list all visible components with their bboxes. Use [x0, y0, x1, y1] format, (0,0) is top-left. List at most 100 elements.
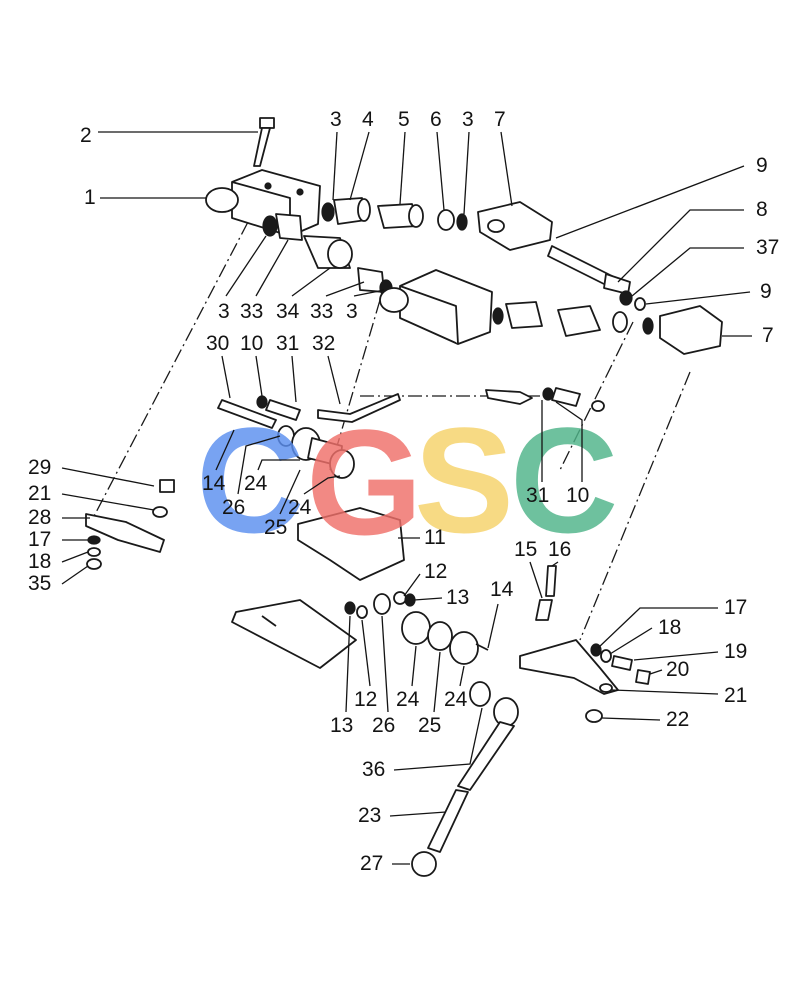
- o-ring-3-upper-b: [456, 213, 468, 231]
- nut-6: [437, 209, 455, 231]
- leader-line-10: [255, 355, 263, 397]
- block-7-upper: [477, 201, 553, 251]
- pedal-assembly: [231, 507, 405, 669]
- callout-24: 24: [244, 472, 268, 495]
- callout-33: 33: [310, 300, 333, 323]
- leader-line-24: [303, 475, 341, 495]
- leader-line-13: [413, 597, 443, 601]
- clevis-10-right: [551, 387, 581, 407]
- leader-line-20: [649, 669, 663, 675]
- callout-2: 2: [80, 124, 92, 147]
- callout-28: 28: [28, 506, 51, 529]
- port-dot-a: [296, 188, 304, 196]
- port-dot-b: [264, 182, 272, 190]
- leader-line-6: [436, 131, 445, 211]
- leader-line-33: [325, 281, 365, 297]
- rod-8-assembly: [547, 245, 646, 311]
- bracket-28-group: [85, 479, 175, 570]
- callout-26: 26: [222, 496, 245, 519]
- leader-line-3: [353, 289, 385, 297]
- watermark-letter-2: G: [306, 398, 423, 566]
- callout-3: 3: [330, 108, 342, 131]
- callout-34: 34: [276, 300, 300, 323]
- leader-line-25: [433, 651, 441, 713]
- clevis-31-left: [265, 399, 301, 421]
- leader-line-36: [393, 707, 483, 771]
- leader-line-9: [555, 165, 745, 239]
- pedal-bracket: [297, 507, 405, 581]
- callout-3: 3: [346, 300, 358, 323]
- callout-12: 12: [424, 560, 447, 583]
- washer-24-upper-b: [329, 449, 355, 479]
- leader-line-8: [617, 209, 744, 283]
- o-ring-3-upper: [321, 202, 335, 222]
- union-lower: [505, 301, 543, 329]
- callout-13: 13: [446, 586, 469, 609]
- leader-line-26: [381, 615, 389, 713]
- bolt-20: [635, 669, 651, 685]
- leader-line-18: [61, 551, 89, 563]
- callout-31: 31: [526, 484, 549, 507]
- leader-line-4: [349, 131, 370, 201]
- callout-4: 4: [362, 108, 374, 131]
- callout-35: 35: [28, 572, 51, 595]
- washer-36: [469, 681, 491, 707]
- leader-line-13: [345, 615, 351, 713]
- callout-8: 8: [756, 198, 768, 221]
- callout-22: 22: [666, 708, 689, 731]
- union-4-face: [357, 198, 371, 222]
- washer-24-lower-b: [449, 631, 479, 665]
- watermark: C G S C: [196, 396, 618, 566]
- watermark-letter-3: S: [414, 396, 514, 564]
- callout-25: 25: [264, 516, 287, 539]
- callout-3: 3: [462, 108, 474, 131]
- bolt-29-head: [159, 479, 175, 493]
- lever-upper-shaft: [457, 721, 515, 791]
- fittings-middle-row: [262, 213, 393, 297]
- leader-line-23: [389, 811, 447, 817]
- valve-spool-end: [205, 187, 239, 213]
- pin-12-upper: [393, 591, 407, 605]
- washer-21-right: [599, 683, 613, 693]
- leader-line-29: [61, 467, 155, 487]
- callout-18: 18: [658, 616, 681, 639]
- watermark-letter-4: C: [510, 396, 618, 564]
- bracket-right-group: [519, 565, 651, 723]
- nut-22: [585, 709, 603, 723]
- adapter-34-face: [327, 239, 353, 269]
- callout-21: 21: [724, 684, 747, 707]
- leader-line-26: [237, 435, 281, 495]
- leader-line-3: [225, 235, 267, 297]
- leader-line-3: [463, 131, 470, 215]
- nut-35: [86, 558, 102, 570]
- pedal-slot: [261, 615, 277, 627]
- callout-17: 17: [724, 596, 747, 619]
- leader-line-10: [555, 401, 583, 482]
- callout-31: 31: [276, 332, 299, 355]
- leader-line-37: [631, 247, 744, 297]
- washer-13-lower: [344, 601, 356, 615]
- valve-block-lower-edge: [399, 285, 459, 345]
- pin-10-right: [591, 400, 605, 412]
- callout-26: 26: [372, 714, 395, 737]
- leader-line-24: [257, 459, 300, 471]
- leader-line-32: [327, 355, 341, 405]
- callout-15: 15: [514, 538, 537, 561]
- bushings-lower: [344, 591, 489, 665]
- bush-15: [535, 599, 553, 621]
- leader-line-21: [61, 493, 155, 511]
- callout-27: 27: [360, 852, 383, 875]
- washer-21-left: [152, 506, 168, 518]
- leader-line-12: [361, 619, 371, 687]
- callout-6: 6: [430, 108, 442, 131]
- callout-12: 12: [354, 688, 377, 711]
- callout-37: 37: [756, 236, 779, 259]
- washer-24-lower: [401, 611, 431, 645]
- union-33a: [275, 213, 303, 241]
- leader-line-21: [611, 689, 719, 695]
- leader-line-18: [609, 627, 653, 655]
- centre-lines: [91, 221, 691, 641]
- union-right: [612, 311, 628, 333]
